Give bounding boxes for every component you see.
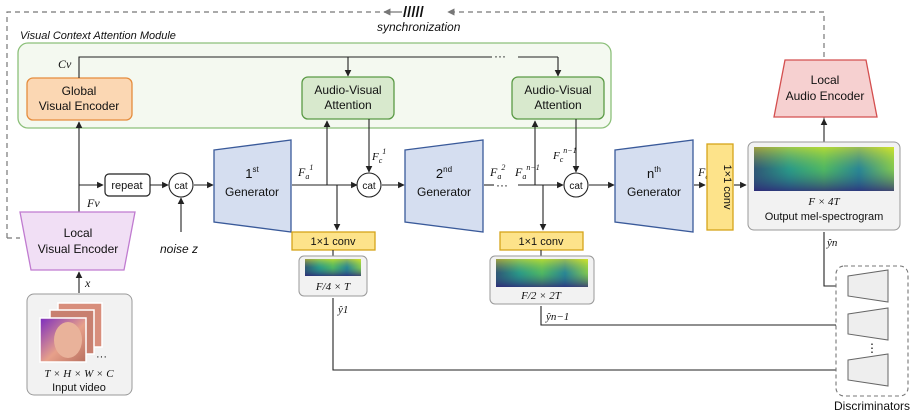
fv-arrows [75, 121, 214, 232]
audio-encoder-line1: Local [811, 73, 840, 87]
gen-ellipsis: ··· [496, 178, 508, 192]
gen1-num: 1 [245, 166, 252, 181]
gen2-sup: nd [443, 165, 452, 174]
y1-arrow [332, 298, 847, 374]
svg-text:2nd: 2nd [436, 165, 452, 181]
fan1-label: Fan−1 [514, 163, 540, 181]
gen1-name: Generator [225, 185, 279, 199]
av-attention-1-line2: Attention [324, 98, 371, 112]
gen2-name: Generator [417, 185, 471, 199]
conv-2-label: 1×1 conv [519, 236, 564, 248]
gen2-num: 2 [436, 166, 443, 181]
y1-label: ŷ1 [337, 304, 348, 316]
av-attention-1-line1: Audio-Visual [314, 83, 381, 97]
fa2-label: Fa2 [489, 163, 505, 181]
av-attention-1: Audio-Visual Attention [301, 76, 395, 120]
cat-node-0: cat [168, 172, 194, 198]
sync-mark: ///// [403, 4, 425, 21]
frames-ellipsis: ··· [96, 351, 107, 363]
gen1-sup: st [253, 165, 260, 174]
fa1-label: Fa1 [297, 163, 313, 181]
generator-1: 1st Generator [213, 139, 292, 233]
cat-label-1: cat [362, 181, 376, 192]
av-attention-n-line1: Audio-Visual [524, 83, 591, 97]
mid-output: F/2 × 2T [489, 255, 595, 305]
output-mel-spectrogram: F × 4T Output mel-spectrogram [747, 141, 901, 231]
sync-label: synchronization [377, 20, 461, 34]
conv-2: 1×1 conv [499, 231, 584, 251]
cat-node-1: cat [356, 172, 382, 198]
local-encoder-line1: Local [64, 226, 93, 240]
conv-vertical: 1×1 conv [706, 143, 734, 231]
genn-name: Generator [627, 185, 681, 199]
small-output: F/4 × T [298, 255, 368, 297]
audio-encoder-line2: Audio Encoder [786, 89, 865, 103]
video-dims: T × H × W × C [44, 368, 114, 380]
conv-1: 1×1 conv [291, 231, 376, 251]
genn-arrows [518, 119, 615, 231]
av-attention-n-line2: Attention [534, 98, 581, 112]
mid-dim: F/2 × 2T [520, 290, 562, 302]
small-dim: F/4 × T [315, 281, 351, 293]
module-title: Visual Context Attention Module [20, 30, 176, 42]
cv-ellipsis: ··· [494, 49, 506, 63]
local-audio-encoder: Local Audio Encoder [773, 59, 878, 118]
cat-label-0: cat [174, 181, 188, 192]
local-visual-encoder: Local Visual Encoder [19, 211, 136, 271]
yn1-label: ŷn−1 [545, 311, 569, 323]
svg-text:nth: nth [647, 165, 661, 181]
genn-num: n [647, 166, 654, 181]
yn1-arrow [540, 306, 847, 329]
cat-label-n: cat [569, 181, 583, 192]
av-attention-n: Audio-Visual Attention [511, 76, 605, 120]
video-caption: Input video [52, 382, 106, 394]
fv-label: Fv [86, 196, 100, 210]
repeat-label: repeat [111, 180, 142, 192]
generator-n: nth Generator [614, 139, 694, 233]
fc1-label: Fc1 [371, 147, 386, 165]
yn-label: ŷn [826, 237, 838, 249]
conv-vertical-label: 1×1 conv [721, 165, 733, 210]
global-encoder-line2: Visual Encoder [39, 99, 120, 113]
discriminators: ⋮ Discriminators [834, 265, 910, 413]
big-dim: F × 4T [807, 196, 840, 208]
fcn1-label: Fcn−1 [552, 146, 577, 164]
generator-2: 2nd Generator [404, 139, 484, 233]
disc-vdots: ⋮ [866, 341, 878, 355]
global-visual-encoder: Global Visual Encoder [26, 77, 133, 121]
discriminators-label: Discriminators [834, 399, 910, 413]
cat-node-n: cat [563, 172, 589, 198]
x-label: x [84, 276, 91, 290]
genn-sup: th [654, 165, 661, 174]
conv-1-label: 1×1 conv [311, 236, 356, 248]
svg-text:1st: 1st [245, 165, 259, 181]
input-video: ··· T × H × W × C Input video [26, 293, 133, 396]
global-encoder-line1: Global [62, 84, 97, 98]
repeat-block: repeat [104, 173, 151, 197]
gen1-arrows [292, 119, 405, 231]
cv-label: Cv [58, 57, 72, 71]
noise-label: noise z [160, 242, 198, 256]
big-caption: Output mel-spectrogram [765, 211, 884, 223]
cv-distribution-arrows [78, 56, 562, 78]
local-encoder-line2: Visual Encoder [38, 242, 119, 256]
